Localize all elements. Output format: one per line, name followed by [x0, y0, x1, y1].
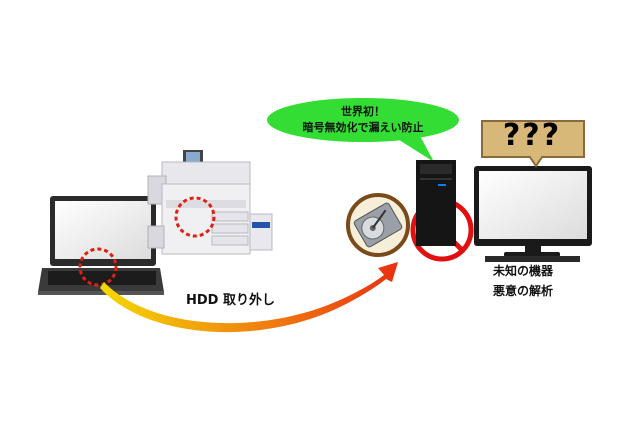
- callout-line-1: 世界初！: [341, 105, 385, 118]
- multifunction-printer: [147, 150, 273, 255]
- device-label-unknown: 未知の機器: [493, 264, 554, 278]
- unknown-mark: ???: [502, 118, 562, 153]
- callout-bubble: [267, 98, 459, 162]
- callout-line-2: 暗号無効化で漏えい防止: [302, 121, 424, 134]
- laptop: [38, 196, 164, 295]
- unknown-speech-box: [481, 120, 585, 168]
- arrow-label: HDD 取り外し: [186, 293, 275, 308]
- callout-text: 世界初！ 暗号無効化で漏えい防止: [268, 104, 458, 136]
- device-label-malicious: 悪意の解析: [493, 284, 554, 298]
- printer-hdd-highlight: [174, 196, 216, 238]
- monitor: [474, 166, 592, 262]
- laptop-hdd-highlight: [78, 247, 118, 287]
- hard-disk-icon: [346, 193, 410, 257]
- desktop-tower: [416, 160, 456, 246]
